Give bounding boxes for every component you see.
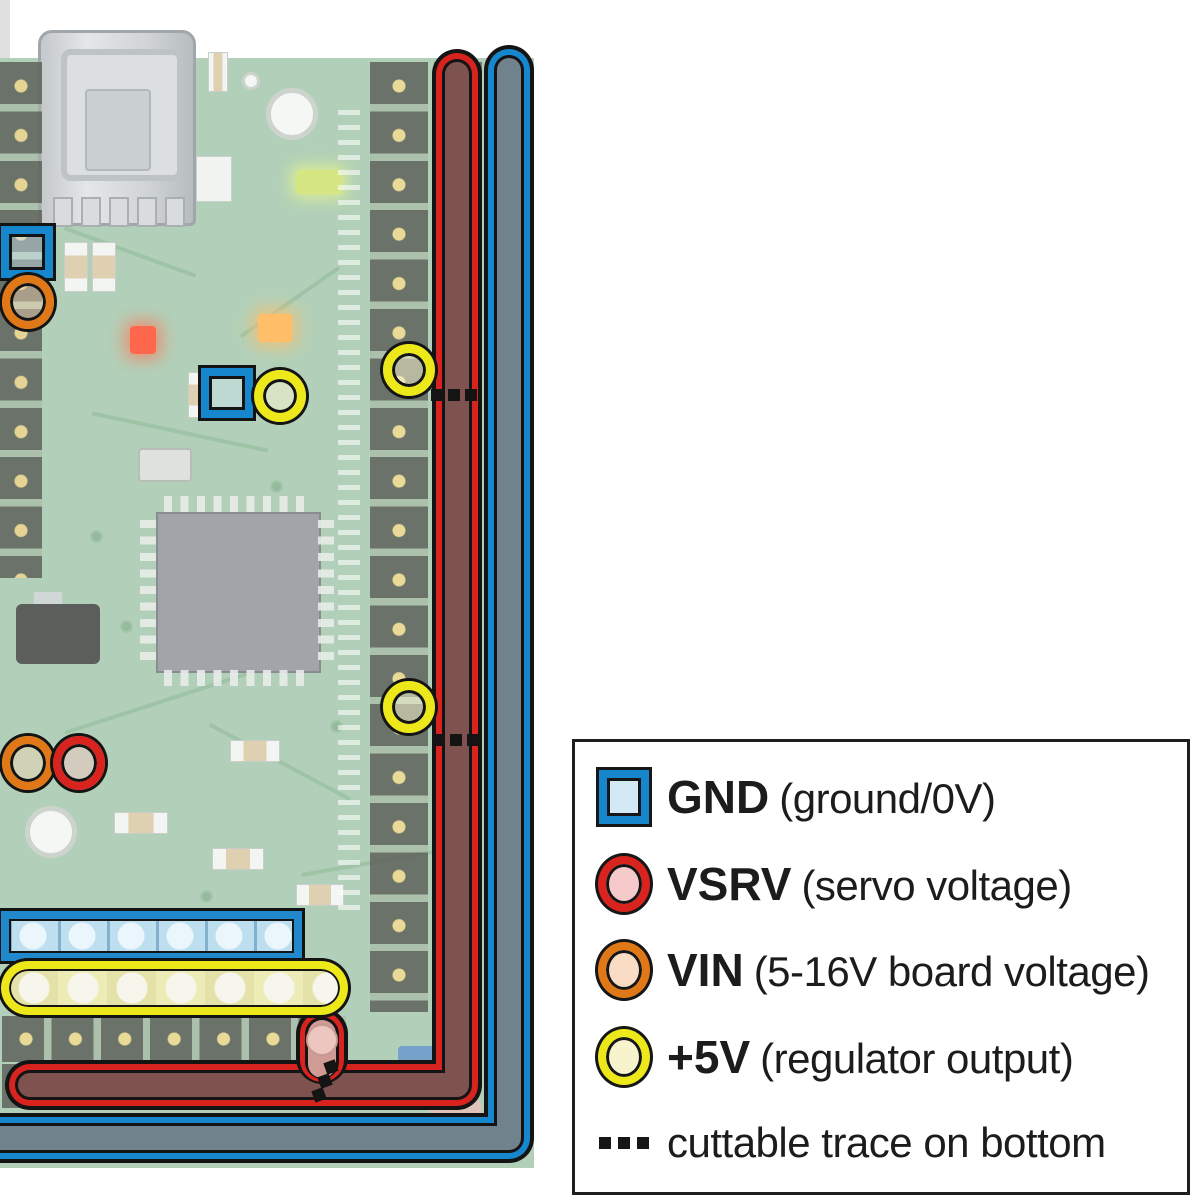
gnd-trace [0,45,534,1163]
orange-led [258,314,292,342]
gnd-square-icon [599,770,649,824]
legend-box: GND(ground/0V) VSRV(servo voltage) VIN(5… [572,739,1190,1195]
legend-row-cuttable: cuttable trace on bottom [595,1114,1179,1172]
green-led [296,170,342,194]
mounting-hole-bottom [25,806,77,858]
vsrv-trace [5,49,482,1110]
legend-description: (ground/0V) [779,775,996,822]
legend-icon-cell [595,855,653,912]
usb-pin [165,197,185,227]
vin-circle-marker [2,736,54,790]
legend-icon-cell [595,1028,653,1085]
legend-row-gnd: GND(ground/0V) [595,768,1179,826]
chip-pins-right [318,520,334,661]
plus5v-circle-marker [383,681,435,733]
silkscreen-markings [338,110,360,910]
vsrv-circle-icon [598,855,650,912]
gnd-pin-row-marker [1,911,302,961]
legend-description: (regulator output) [760,1034,1074,1082]
chip-pins-left [140,520,156,661]
legend-label: VSRV [667,857,792,910]
legend-text: cuttable trace on bottom [667,1119,1106,1167]
legend-row-plus5v: +5V(regulator output) [595,1028,1179,1086]
legend-description: (5-16V board voltage) [753,948,1150,995]
legend-description: (servo voltage) [801,861,1072,909]
gnd-pin-row-pads [9,919,294,953]
via [200,890,213,903]
cuttable-trace-mark [433,734,479,746]
mini-usb-connector [38,30,196,227]
via-hole [242,72,260,90]
signal-header-column [370,62,428,1012]
vsrv-trace-stub [296,1008,348,1084]
legend-icon-cell [595,1137,653,1149]
resistor [114,812,168,834]
plus5v-pin-row-marker [1,961,348,1015]
crystal [138,448,192,482]
resistor [64,242,88,292]
smd-component [196,156,232,202]
photo-edge-strip [0,0,10,58]
legend-description: cuttable trace on bottom [667,1119,1106,1166]
cuttable-dots-icon [599,1137,649,1149]
vsrv-circle-marker [53,736,105,790]
resistor [212,848,264,870]
chip-pins-top [164,496,310,512]
legend-row-vsrv: VSRV(servo voltage) [595,855,1179,913]
regulator-tab [34,592,62,606]
legend-label: +5V [667,1030,751,1083]
legend-text: GND(ground/0V) [667,770,996,824]
plus5v-circle-marker [383,344,435,396]
resistor [92,242,116,292]
chip-pins-bottom [164,670,310,686]
via [90,530,103,543]
via [120,620,133,633]
usb-tongue [85,89,151,171]
plus5v-circle-icon [598,1028,650,1085]
via [270,480,283,493]
resistor [208,52,228,92]
legend-icon-cell [595,942,653,998]
plus5v-circle-marker [254,370,306,422]
usb-pin [109,197,129,227]
legend-text: VIN(5-16V board voltage) [667,943,1150,997]
red-led [130,326,156,354]
gnd-square-marker [201,368,253,418]
vin-circle-icon [598,942,650,998]
legend-text: +5V(regulator output) [667,1030,1074,1084]
cuttable-trace-mark [431,389,477,401]
resistor [230,740,280,762]
usb-pin [81,197,101,227]
usb-pin [137,197,157,227]
voltage-regulator [16,604,100,664]
gnd-square-marker [1,226,53,278]
legend-row-vin: VIN(5-16V board voltage) [595,941,1179,999]
plus5v-pin-row-pads [9,969,340,1007]
cuttable-trace-mark [311,1059,339,1103]
bottom-signal-pin-row [2,1016,346,1062]
legend-label: GND [667,771,770,823]
mounting-hole [266,88,318,140]
legend-icon-cell [595,770,653,824]
usb-pin [53,197,73,227]
legend-label: VIN [667,944,744,996]
mcu-chip [156,512,321,673]
legend-text: VSRV(servo voltage) [667,857,1072,911]
vin-circle-marker [2,275,54,329]
